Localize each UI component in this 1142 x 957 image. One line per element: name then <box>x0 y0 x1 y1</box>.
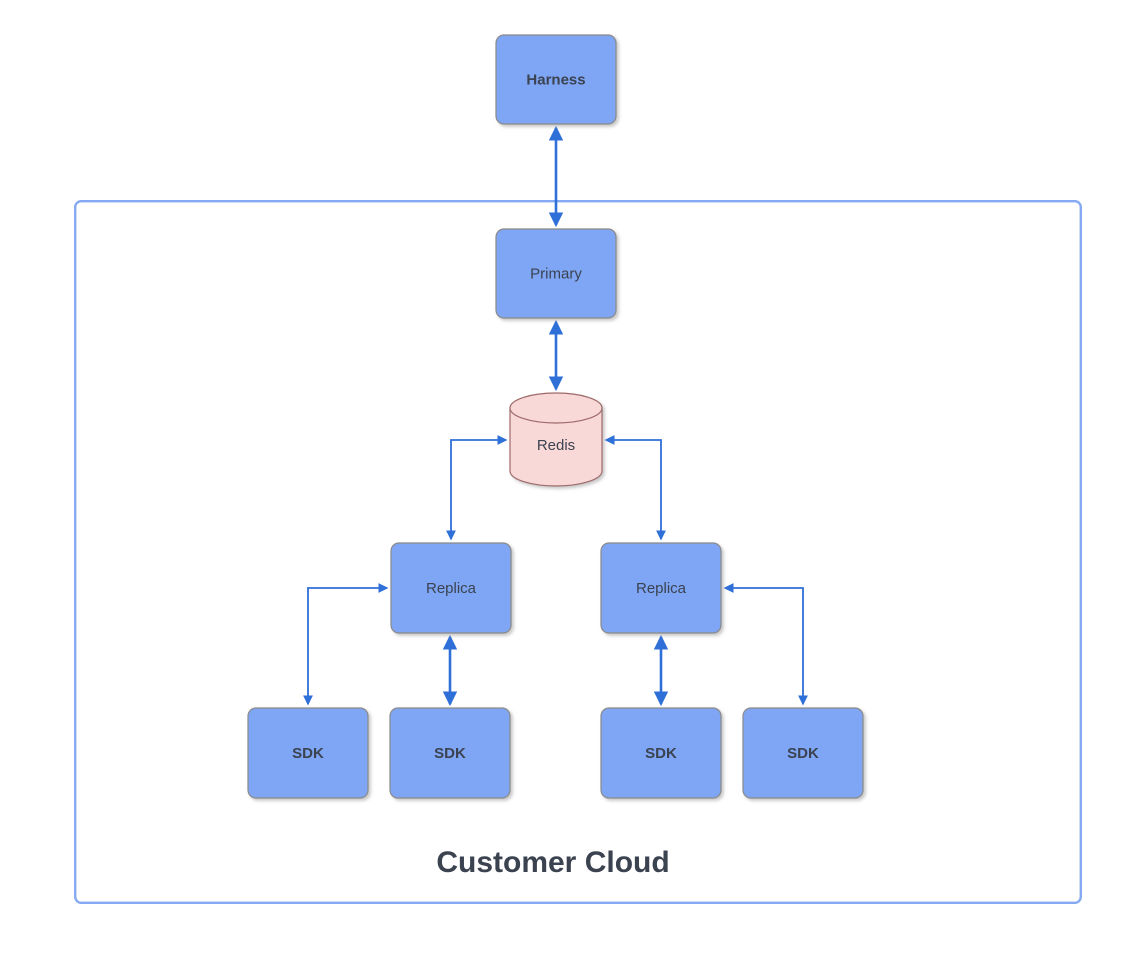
node-harness-shape[interactable] <box>495 34 617 125</box>
node-sdk-2-shape[interactable] <box>389 707 511 799</box>
node-replica-right-shape[interactable] <box>600 542 722 634</box>
node-sdk-3-shape[interactable] <box>600 707 722 799</box>
edge-redis-replica-left <box>445 434 508 541</box>
node-replica-right[interactable]: Replica <box>600 542 722 634</box>
node-redis-label: Redis <box>537 437 575 454</box>
node-replica-left-label: Replica <box>426 580 477 597</box>
node-sdk-4-shape[interactable] <box>742 707 864 799</box>
node-sdk-4[interactable]: SDK <box>742 707 864 799</box>
node-sdk-1[interactable]: SDK <box>247 707 369 799</box>
edge-replica-right-sdk-4 <box>723 582 809 706</box>
node-replica-left[interactable]: Replica <box>390 542 512 634</box>
node-sdk-4-label: SDK <box>787 745 819 762</box>
customer-cloud-group: Customer Cloud <box>73 199 1082 904</box>
node-sdk-1-label: SDK <box>292 745 324 762</box>
node-primary-shape[interactable] <box>495 228 617 319</box>
node-replica-left-shape[interactable] <box>390 542 512 634</box>
customer-cloud-border <box>73 199 1082 904</box>
node-sdk-2-label: SDK <box>434 745 466 762</box>
customer-cloud-title: Customer Cloud <box>436 846 669 879</box>
node-harness[interactable]: Harness <box>495 34 617 125</box>
edge-replica-left-sdk-1 <box>302 582 389 706</box>
node-redis[interactable]: Redis <box>509 392 603 487</box>
node-harness-label: Harness <box>526 71 585 88</box>
node-sdk-2[interactable]: SDK <box>389 707 511 799</box>
node-replica-right-label: Replica <box>636 580 687 597</box>
node-primary-label: Primary <box>530 265 582 282</box>
node-sdk-3-label: SDK <box>645 745 677 762</box>
node-redis-cylinder-body[interactable] <box>509 407 603 487</box>
node-sdk-1-shape[interactable] <box>247 707 369 799</box>
node-layer: Harness Primary Redis Replica <box>247 34 864 799</box>
edge-redis-replica-right <box>604 434 667 541</box>
node-redis-cylinder-top[interactable] <box>509 392 603 424</box>
node-sdk-3[interactable]: SDK <box>600 707 722 799</box>
edge-layer <box>302 125 809 707</box>
node-primary[interactable]: Primary <box>495 228 617 319</box>
